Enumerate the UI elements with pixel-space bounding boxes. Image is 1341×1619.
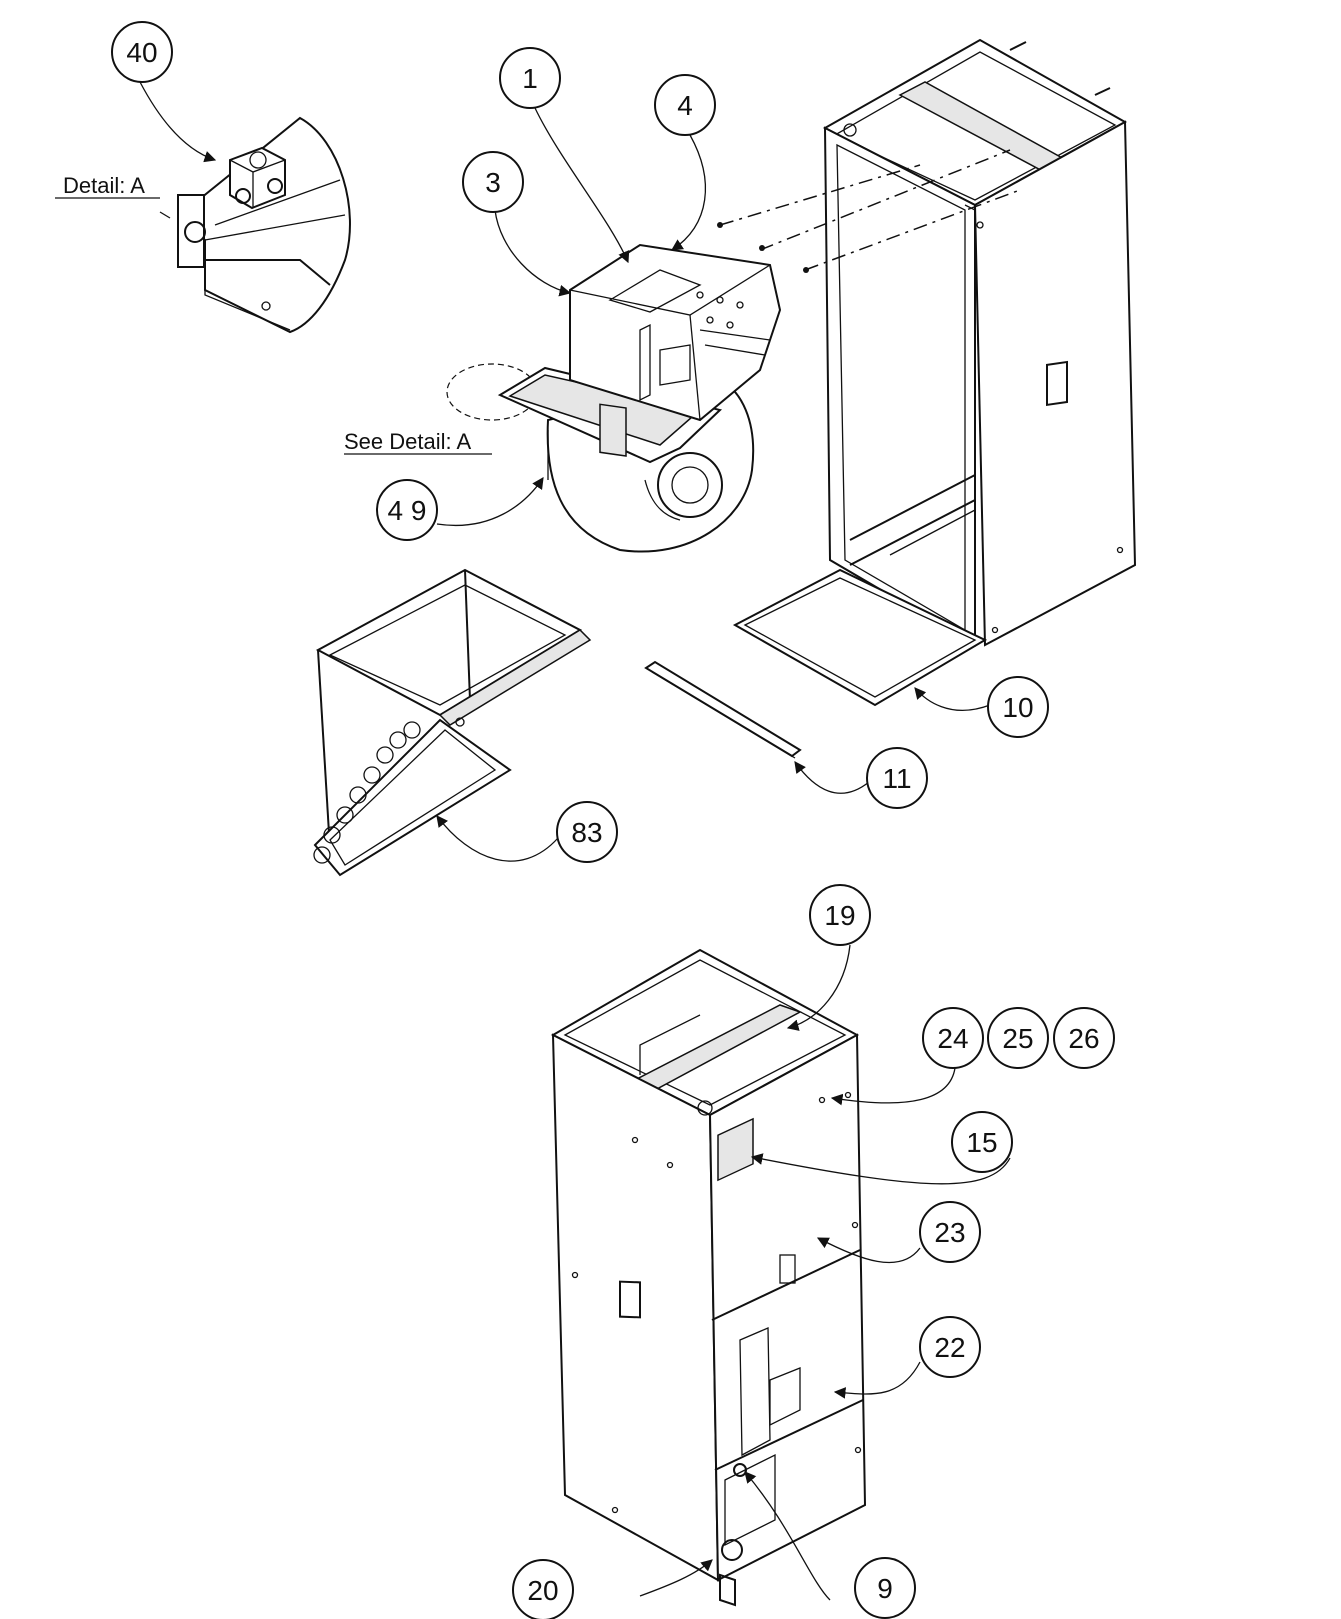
callout-20: 20 — [512, 1559, 574, 1619]
callout-83: 83 — [556, 801, 618, 863]
callout-11: 11 — [866, 747, 928, 809]
lower-cabinet — [550, 948, 867, 1607]
callout-22-text: 22 — [934, 1332, 965, 1363]
callout-20-text: 20 — [527, 1575, 558, 1606]
callout-26-text: 26 — [1068, 1023, 1099, 1054]
callout-leaders — [139, 81, 1011, 1601]
callout-4-text: 4 — [677, 90, 693, 121]
upper-cabinet — [717, 38, 1137, 707]
callout-19-text: 19 — [824, 900, 855, 931]
callout-19: 19 — [809, 884, 871, 946]
evaporator-coil — [313, 568, 592, 877]
callout-1: 1 — [499, 47, 561, 109]
blower-assembly — [446, 243, 782, 553]
filter-rail — [644, 660, 802, 759]
callout-23: 23 — [919, 1201, 981, 1263]
callout-10: 10 — [987, 676, 1049, 738]
callout-3: 3 — [462, 151, 524, 213]
callout-15: 15 — [951, 1111, 1013, 1173]
callout-10-text: 10 — [1002, 692, 1033, 723]
callout-4: 4 — [654, 74, 716, 136]
callout-1-text: 1 — [522, 63, 538, 94]
callout-9: 9 — [854, 1557, 916, 1619]
callout-83-text: 83 — [571, 817, 602, 848]
callout-3-text: 3 — [485, 167, 501, 198]
callout-40-text: 40 — [126, 37, 157, 68]
callout-40: 40 — [111, 21, 173, 83]
callout-24-text: 24 — [937, 1023, 968, 1054]
callout-23-text: 23 — [934, 1217, 965, 1248]
detail-a-inset — [159, 116, 351, 334]
callout-24: 24 — [922, 1007, 984, 1069]
see-detail-a-label: See Detail: A — [344, 429, 472, 454]
callout-9-text: 9 — [877, 1573, 893, 1604]
callout-22: 22 — [919, 1316, 981, 1378]
callout-15-text: 15 — [966, 1127, 997, 1158]
callout-26: 26 — [1053, 1007, 1115, 1069]
callout-11-text: 11 — [882, 763, 911, 794]
callout-49: 4 9 — [376, 479, 438, 541]
detail-a-label: Detail: A — [63, 173, 145, 198]
callout-25: 25 — [987, 1007, 1049, 1069]
callout-49-text: 4 9 — [388, 495, 427, 526]
callout-25-text: 25 — [1002, 1023, 1033, 1054]
